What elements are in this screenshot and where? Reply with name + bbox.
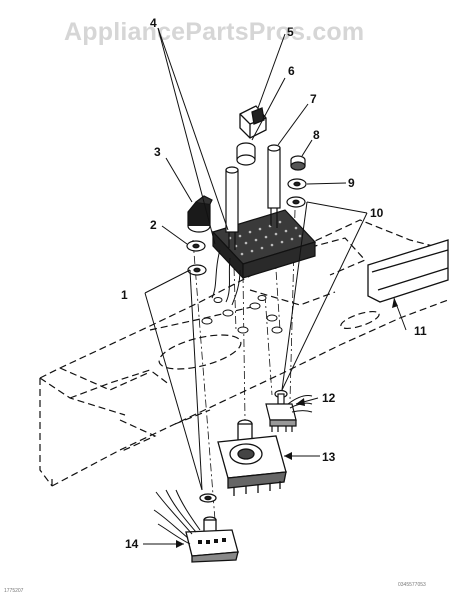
callout-2: 2 — [150, 218, 157, 232]
terminal-board — [211, 209, 317, 306]
callout-4: 4 — [150, 16, 157, 30]
left-knob — [187, 195, 213, 233]
right-nut — [290, 155, 306, 171]
small-switch — [265, 389, 313, 432]
callout-9: 9 — [348, 176, 355, 190]
watermark-text: AppliancePartsPros.com — [64, 18, 364, 46]
footer-left-code: 1775207 — [4, 588, 24, 594]
callout-7: 7 — [310, 92, 317, 106]
callout-11: 11 — [414, 324, 427, 338]
callout-14: 14 — [125, 537, 139, 551]
callout-12: 12 — [322, 391, 336, 405]
rotary-switch — [217, 419, 287, 496]
top-washer — [236, 142, 256, 166]
indicator-lights — [225, 144, 281, 250]
top-knob — [239, 105, 267, 139]
assembly-axes — [192, 209, 296, 521]
right-washers — [286, 178, 307, 208]
panel-screws — [201, 295, 283, 334]
left-washer — [186, 240, 207, 276]
callout-3: 3 — [154, 145, 161, 159]
callout-labels: 1 2 3 4 5 6 7 8 9 10 11 12 13 14 — [121, 16, 427, 551]
leader-arrowheads — [176, 298, 398, 548]
callout-6: 6 — [288, 64, 295, 78]
callout-5: 5 — [287, 25, 294, 39]
callout-1: 1 — [121, 288, 128, 302]
bracket-rail — [367, 239, 449, 303]
bottom-switch — [153, 489, 239, 563]
callout-13: 13 — [322, 450, 336, 464]
callout-8: 8 — [313, 128, 320, 142]
callout-10: 10 — [370, 206, 384, 220]
footer-right-code: 0345577053 — [398, 582, 426, 588]
